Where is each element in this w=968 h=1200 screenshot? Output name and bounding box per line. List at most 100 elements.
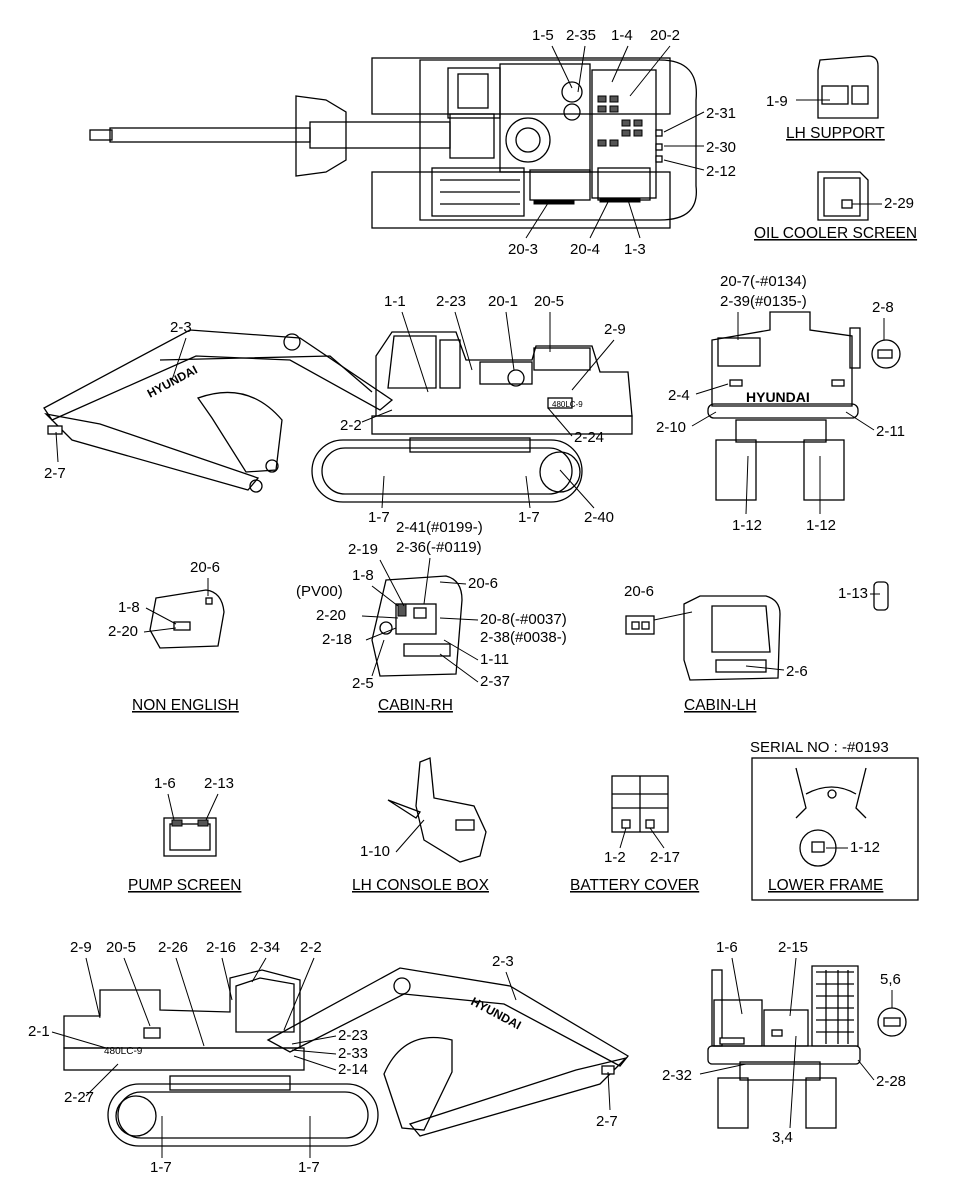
label: 2-11 <box>876 423 905 440</box>
oil-cooler-screen-caption: OIL COOLER SCREEN <box>754 225 917 242</box>
label: 2-34 <box>250 939 280 956</box>
label: 1-7 <box>298 1159 320 1176</box>
label: 20-3 <box>508 241 538 258</box>
label: 2-20 <box>108 623 138 640</box>
label: 20-6 <box>624 583 654 600</box>
label: 20-7(-#0134) <box>720 273 807 290</box>
label: 2-27 <box>64 1089 94 1106</box>
label: 1-2 <box>604 849 626 866</box>
label: 2-28 <box>876 1073 906 1090</box>
bottom-side-view-labels: 2-9 20-5 2-26 2-16 2-34 2-2 2-3 2-1 2-23… <box>28 939 618 1176</box>
rear-view-drawing: HYUNDAI <box>707 311 901 501</box>
label: 1-11 <box>480 651 509 668</box>
label: 2-16 <box>206 939 236 956</box>
label: 2-6 <box>786 663 808 680</box>
label: 2-35 <box>566 27 596 44</box>
label: 2-33 <box>338 1045 368 1062</box>
label: 2-3 <box>492 953 514 970</box>
lh-support-detail: 1-9 LH SUPPORT <box>766 55 885 142</box>
label: 2-18 <box>322 631 352 648</box>
bottom-boom-brand-text: HYUNDAI <box>469 994 524 1032</box>
label: 1-1 <box>384 293 406 310</box>
rear-view-labels: 20-7(-#0134) 2-39(#0135-) 2-8 2-4 2-10 2… <box>656 273 905 534</box>
label: 3,4 <box>772 1129 793 1146</box>
label: 20-6 <box>468 575 498 592</box>
oil-cooler-screen-detail: 2-29 OIL COOLER SCREEN <box>754 171 917 242</box>
label: 1-7 <box>518 509 540 526</box>
label: 20-6 <box>190 559 220 576</box>
label: 1-9 <box>766 93 788 110</box>
label: 2-2 <box>300 939 322 956</box>
bottom-model-badge: 480LC-9 <box>104 1046 143 1057</box>
label: 2-30 <box>706 139 736 156</box>
label: 1-5 <box>532 27 554 44</box>
label: 1-8 <box>352 567 374 584</box>
label: 2-41(#0199-) <box>396 519 483 536</box>
label: 2-14 <box>338 1061 368 1078</box>
label: 2-36(-#0119) <box>396 539 482 556</box>
label: 1-12 <box>850 839 880 856</box>
label: 2-40 <box>584 509 614 526</box>
label: 20-2 <box>650 27 680 44</box>
boom-brand-text: HYUNDAI <box>145 363 200 401</box>
label: 1-3 <box>624 241 646 258</box>
label: 2-9 <box>604 321 626 338</box>
label: 1-10 <box>360 843 390 860</box>
label: 2-3 <box>170 319 192 336</box>
label: 20-8(-#0037) <box>480 611 567 628</box>
pump-screen-detail: 1-6 2-13 PUMP SCREEN <box>128 775 241 894</box>
label: 1-6 <box>154 775 176 792</box>
front-view-labels: 1-6 2-15 5,6 2-32 2-28 3,4 <box>662 939 906 1146</box>
lower-frame-caption: LOWER FRAME <box>768 877 883 894</box>
label: 2-38(#0038-) <box>480 629 567 646</box>
label: 2-15 <box>778 939 808 956</box>
label: 2-17 <box>650 849 680 866</box>
lower-frame-detail: SERIAL NO : -#0193 1-12 LOWER FRAME <box>750 739 919 901</box>
label: 1-6 <box>716 939 738 956</box>
label: 2-12 <box>706 163 736 180</box>
label: 20-4 <box>570 241 600 258</box>
label: 2-5 <box>352 675 374 692</box>
label: 2-32 <box>662 1067 692 1084</box>
label: 20-5 <box>106 939 136 956</box>
top-view-drawing <box>89 57 697 229</box>
label: 2-7 <box>596 1113 618 1130</box>
label: 2-2 <box>340 417 362 434</box>
label: 2-19 <box>348 541 378 558</box>
label: 1-7 <box>150 1159 172 1176</box>
battery-cover-detail: 1-2 2-17 BATTERY COVER <box>570 775 699 894</box>
side-view-drawing: 480LC-9 HYUNDAI <box>43 329 633 503</box>
label: 1-7 <box>368 509 390 526</box>
label: 2-23 <box>436 293 466 310</box>
label: 5,6 <box>880 971 901 988</box>
label: 2-26 <box>158 939 188 956</box>
battery-cover-caption: BATTERY COVER <box>570 877 699 894</box>
label: 1-8 <box>118 599 140 616</box>
label: 2-24 <box>574 429 604 446</box>
label: 2-13 <box>204 775 234 792</box>
lh-console-box-caption: LH CONSOLE BOX <box>352 877 490 894</box>
label: 2-29 <box>884 195 914 212</box>
label: 2-23 <box>338 1027 368 1044</box>
label: 1-4 <box>611 27 633 44</box>
top-view-labels: 1-5 2-35 1-4 20-2 2-31 2-30 2-12 20-3 20… <box>508 27 736 258</box>
cabin-rh-detail: 2-41(#0199-) 2-36(-#0119) 2-19 1-8 (PV00… <box>296 519 567 714</box>
cabin-lh-caption: CABIN-LH <box>684 697 756 714</box>
label: 20-5 <box>534 293 564 310</box>
label: 2-8 <box>872 299 894 316</box>
top-grille <box>597 95 643 147</box>
non-english-detail: 20-6 1-8 2-20 NON ENGLISH <box>108 559 239 714</box>
label: (PV00) <box>296 583 343 600</box>
rear-brand-text: HYUNDAI <box>746 389 810 405</box>
label: 1-13 <box>838 585 868 602</box>
label: 2-10 <box>656 419 686 436</box>
serial-note: SERIAL NO : -#0193 <box>750 739 889 756</box>
front-view-drawing <box>707 965 907 1129</box>
label: 2-31 <box>706 105 736 122</box>
pump-screen-caption: PUMP SCREEN <box>128 877 241 894</box>
label: 2-4 <box>668 387 690 404</box>
label: 20-1 <box>488 293 518 310</box>
cabin-rh-caption: CABIN-RH <box>378 697 453 714</box>
label: 1-12 <box>806 517 836 534</box>
